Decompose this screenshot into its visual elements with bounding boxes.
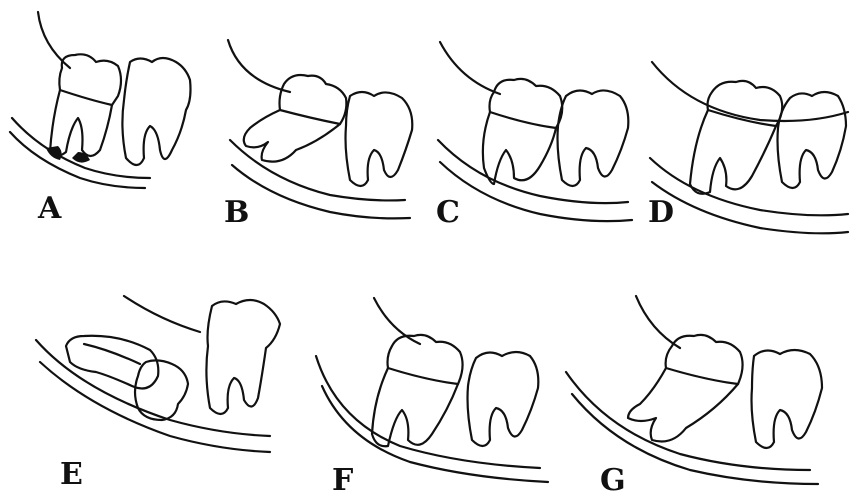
panel-f-gum-line <box>374 298 420 344</box>
panel-b-second-molar <box>346 92 413 186</box>
panel-e-gum-line <box>124 296 200 332</box>
panel-a-third-molar-roots <box>50 90 112 156</box>
panel-f-third-molar-crown <box>388 335 463 384</box>
panel-f-third-molar-roots <box>372 368 458 446</box>
panel-a-root-tip-marker <box>72 152 90 163</box>
panel-g-second-molar <box>752 350 823 448</box>
panel-b-gum-line <box>228 40 290 92</box>
panel-f-second-molar <box>468 352 539 446</box>
panel-b-third-molar-crown <box>280 75 347 124</box>
panel-d: D <box>648 62 848 233</box>
panel-a-third-molar-crown <box>59 54 121 105</box>
panel-a-label: A <box>37 191 62 226</box>
panel-b-third-molar-roots <box>244 110 340 162</box>
panel-e-second-molar <box>206 300 280 414</box>
panel-d-second-molar <box>778 92 847 188</box>
panel-a-second-molar <box>122 58 190 165</box>
panel-b: B <box>224 40 412 230</box>
panel-e: E <box>36 296 280 492</box>
panel-c: C <box>436 42 632 230</box>
panel-a-root-tip-marker <box>46 146 62 160</box>
panel-c-second-molar <box>558 90 629 186</box>
panel-d-gum-line <box>652 62 848 121</box>
panel-b-jaw-line-upper <box>230 140 405 200</box>
panel-f-jaw-line-lower <box>322 386 548 482</box>
panel-c-gum-line <box>440 42 500 94</box>
panel-f-label: F <box>332 463 353 495</box>
panel-d-third-molar-roots <box>690 110 776 194</box>
panel-e-label: E <box>60 457 83 492</box>
panel-c-label: C <box>436 195 460 230</box>
panel-d-label: D <box>648 195 674 230</box>
panel-c-third-molar-crown <box>490 79 563 128</box>
panel-f: F <box>316 298 548 495</box>
panel-g: G <box>566 296 822 495</box>
panel-c-third-molar-roots <box>483 112 556 184</box>
panel-a-gum-line <box>38 12 70 68</box>
panel-g-jaw-line-upper <box>566 372 810 470</box>
panel-d-third-molar-crown <box>708 81 783 126</box>
panel-f-jaw-line-upper <box>316 356 540 468</box>
panel-g-gum-line <box>636 296 680 348</box>
panel-g-third-molar-crown <box>666 335 743 384</box>
panel-a: A <box>10 12 191 226</box>
panel-b-label: B <box>224 195 249 230</box>
panel-g-label: G <box>600 463 626 495</box>
panel-g-third-molar-roots <box>628 368 738 442</box>
panel-e-jaw-line-lower <box>40 362 270 452</box>
